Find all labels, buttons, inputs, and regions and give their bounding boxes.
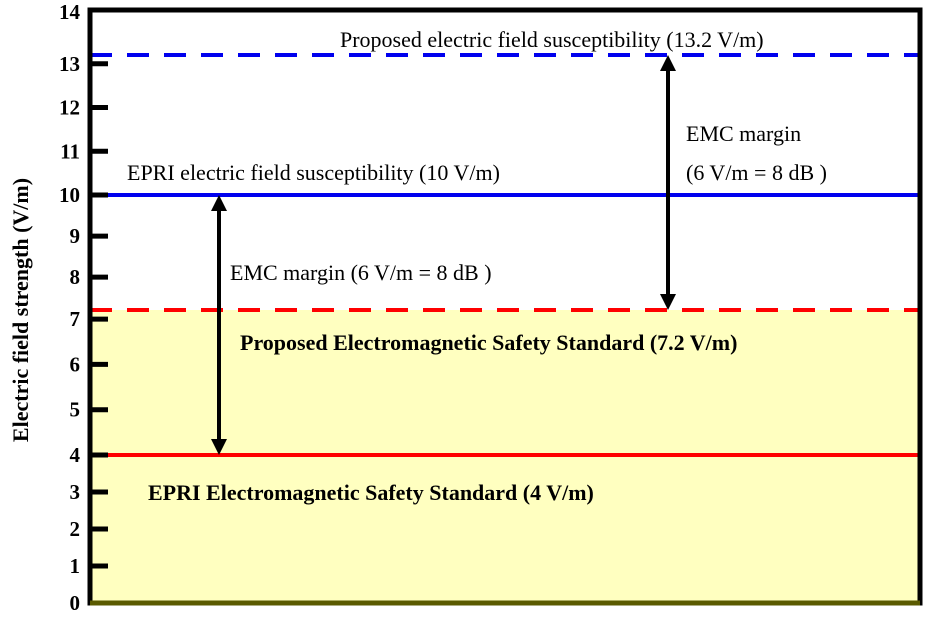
y-tick-label: 12 [59,96,80,120]
label-proposed-safety: Proposed Electromagnetic Safety Standard… [240,330,737,355]
emc-margin-arrow-right-head-up [660,55,676,71]
emc-margin-arrow-left-head-up [211,195,227,211]
y-tick-label: 8 [70,265,81,289]
y-tick-label: 14 [59,0,81,24]
annotation-emc-margin-right-2: (6 V/m = 8 dB ) [686,160,827,185]
label-epri-susceptibility: EPRI electric field susceptibility (10 V… [127,160,500,185]
y-tick-label: 5 [70,398,81,422]
label-proposed-susceptibility: Proposed electric field susceptibility (… [340,27,764,52]
y-tick-label: 7 [70,307,81,331]
emc-margin-arrow-right-head-down [660,294,676,310]
ylabel: Electric field strength (V/m) [8,178,33,442]
annotation-emc-margin-right-1: EMC margin [686,121,801,146]
y-tick-label: 4 [70,443,81,467]
y-tick-label: 11 [60,139,80,163]
y-tick-label: 9 [70,224,81,248]
annotation-emc-margin-left: EMC margin (6 V/m = 8 dB ) [230,260,492,285]
label-epri-safety: EPRI Electromagnetic Safety Standard (4 … [148,480,594,505]
y-tick-label: 2 [70,517,81,541]
emc-margin-arrow-left-head-down [211,439,227,455]
y-tick-label: 6 [70,352,81,376]
y-tick-label: 1 [70,554,81,578]
y-tick-label: 3 [70,480,81,504]
y-tick-label: 13 [59,52,80,76]
y-tick-label: 0 [70,591,81,615]
y-tick-label: 10 [59,183,80,207]
